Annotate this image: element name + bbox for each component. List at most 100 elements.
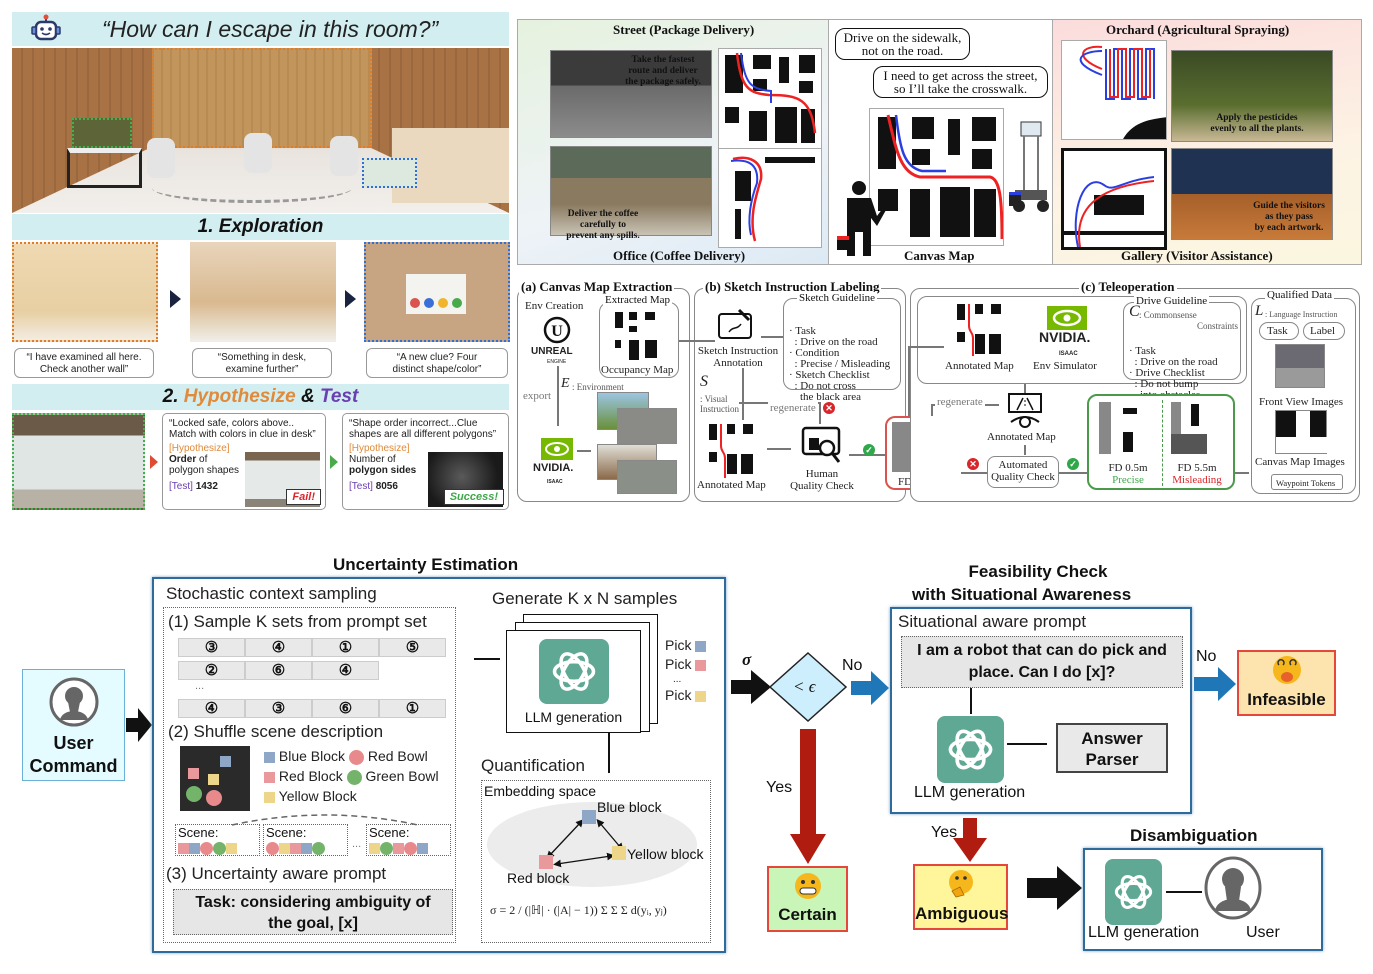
waypoint-tokens-box: Waypoint Tokens [1271, 474, 1343, 490]
llm-to-parser-arrow [1007, 743, 1047, 745]
scene-ellipsis: ... [352, 838, 362, 850]
pass-to-qualified-arrow [1235, 472, 1249, 474]
legend-row-2: Red Block Green Bowl [264, 766, 439, 786]
teleop-nvidia-label: NVIDIA. [1039, 329, 1091, 345]
teleop-annotated-map-image [955, 302, 1007, 356]
unreal-label: UNREAL [531, 346, 573, 357]
llm-to-user-arrow [1166, 891, 1202, 893]
hypothesize-test-title: 2. Hypothesize & Test [12, 384, 509, 410]
teleop-annotated-map-label: Annotated Map [945, 360, 1014, 372]
sampling-dotted-box [163, 607, 456, 943]
street-office-column: Street (Package Delivery) Take the faste… [518, 20, 828, 264]
unreal-engine-logo: U [543, 316, 571, 344]
orchard-map [1061, 40, 1167, 140]
yes-arrow-icon [790, 729, 826, 864]
pick-1: Pick [665, 636, 707, 655]
language-instruction-label: : Language Instruction [1265, 310, 1338, 319]
table [67, 148, 142, 188]
office-title: Office (Coffee Delivery) [613, 248, 746, 263]
sigma-arrow-icon [731, 670, 771, 704]
svg-text:U: U [551, 323, 563, 340]
canvas-map-column: Drive on the sidewalk,not on the road. I… [828, 20, 1053, 264]
safe-closeup [12, 413, 145, 510]
map-to-autocheck-arrow [1024, 445, 1026, 455]
env-simulator-label: Env Simulator [1033, 360, 1097, 372]
approve-icon: ✓ [863, 444, 875, 456]
clue-card [406, 274, 466, 314]
regenerate-up-line [819, 402, 821, 424]
fc-llm-label: LLM generation [914, 784, 1026, 801]
street-map [718, 48, 822, 150]
red-block-point [539, 855, 553, 869]
robot-pose-1 [147, 138, 175, 178]
infeasible-outcome: Infeasible [1237, 650, 1336, 716]
pick-ellipsis: ... [673, 674, 682, 685]
exploration-thumb-clue [364, 242, 510, 342]
automated-check-box [987, 456, 1059, 488]
annotated-map-label: Annotated Map [697, 479, 766, 491]
occupancy-map-label: Occupancy Map [601, 364, 674, 376]
clue-shapes [410, 298, 462, 308]
nvidia-eye-logo [541, 438, 573, 460]
exploration-thumb-wall [12, 242, 158, 342]
user-avatar-icon [49, 677, 99, 727]
yellow-block-point [612, 846, 626, 860]
teleop-annotated-map-label-2: Annotated Map [987, 431, 1056, 443]
samples-to-llm-arrow [474, 658, 500, 660]
escape-question: “How can I escape in this room?” [102, 15, 439, 42]
pick-2: Pick [665, 655, 707, 674]
openai-logo-icon [539, 639, 609, 704]
openai-logo-icon [937, 716, 1004, 783]
threshold-label: < ϵ [793, 677, 816, 696]
hypothesis-card-2: “Shape order incorrect...Clue shapes are… [342, 413, 509, 510]
exploration-thought-1: “I have examined all here.Check another … [14, 348, 154, 378]
driving-wheel-icon [1008, 393, 1042, 428]
export-arrow [557, 366, 559, 426]
thinking-face-icon [948, 870, 973, 898]
front-view-label: Front View Images [1259, 396, 1344, 408]
regenerate-drop-c [931, 404, 933, 416]
safe-highlight [72, 118, 132, 148]
unreal-sub-label: ENGINE [547, 359, 567, 365]
commonsense-symbol: C [1129, 303, 1140, 320]
task-pill: Task [1259, 322, 1299, 340]
speech-bubble-sidewalk: Drive on the sidewalk,not on the road. [835, 28, 970, 60]
env-label: : Environment [572, 382, 624, 392]
no-arrow-icon-2 [1194, 667, 1236, 701]
robot-pose-3 [330, 136, 358, 176]
robot-path [152, 173, 352, 203]
prompt-ellipsis: ... [195, 680, 205, 692]
dis-llm-label: LLM generation [1088, 924, 1200, 941]
human-quality-check-icon [801, 426, 841, 463]
llm-generation-box: LLM generation [506, 630, 641, 733]
dis-user-label: User [1246, 924, 1280, 941]
visual-instruction-symbol: S [700, 373, 708, 390]
robot-pose-2 [244, 133, 272, 173]
success-arrow-icon [330, 455, 338, 469]
exploration-thought-2: “Something in desk,examine further” [192, 348, 332, 378]
quantification-label: Quantification [481, 756, 585, 775]
person-painting-icon [837, 181, 886, 256]
no-arrow-icon [851, 671, 889, 705]
next-arrow-icon [345, 290, 356, 308]
shuffle-dashed-curve [231, 814, 419, 826]
fail-arrow-icon [150, 455, 158, 469]
regenerate-label-c: regenerate [935, 396, 985, 408]
guideline-to-annotation-arrow [761, 336, 783, 338]
user-avatar-icon [1204, 856, 1262, 920]
isaac-to-env-arrow [577, 450, 591, 452]
env-render-4 [617, 460, 677, 494]
section-c-title: (c) Teleoperation [1079, 279, 1177, 295]
scene-image [180, 746, 250, 811]
